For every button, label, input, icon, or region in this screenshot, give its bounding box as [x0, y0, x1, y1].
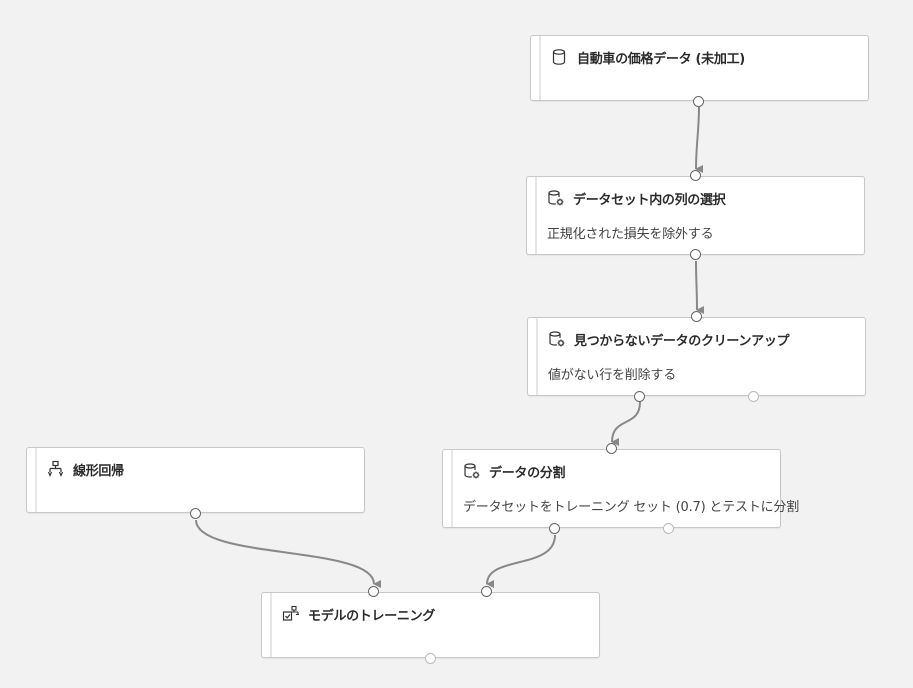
- module-accent-bar: [35, 448, 37, 512]
- module-clean-missing-data[interactable]: 見つからないデータのクリーンアップ 値がない行を削除する: [527, 317, 866, 396]
- module-raw-car-data[interactable]: 自動車の価格データ (未加工): [530, 35, 869, 101]
- output-port-train-model[interactable]: [425, 653, 436, 664]
- output-port-split-data-2[interactable]: [663, 523, 674, 534]
- module-title: データの分割: [489, 465, 566, 481]
- module-title: モデルのトレーニング: [308, 608, 436, 624]
- connection-select-to-clean[interactable]: [695, 260, 705, 314]
- database-gear-icon: [548, 190, 564, 206]
- model-tree-icon: [47, 460, 64, 478]
- output-port-clean-missing[interactable]: [634, 391, 645, 402]
- input-port-split-data[interactable]: [606, 443, 617, 454]
- module-title: 自動車の価格データ (未加工): [577, 51, 745, 67]
- module-title: 見つからないデータのクリーンアップ: [574, 333, 790, 349]
- database-icon: [552, 49, 566, 65]
- module-accent-bar: [539, 36, 541, 100]
- module-description: 正規化された損失を除外する: [547, 227, 714, 242]
- database-gear-icon: [549, 331, 565, 347]
- output-port-split-data[interactable]: [549, 523, 560, 534]
- connection-regression-to-train[interactable]: [195, 519, 382, 588]
- module-description: データセットをトレーニング セット (0.7) とテストに分割: [463, 500, 800, 515]
- connection-raw-to-select[interactable]: [695, 106, 704, 174]
- input-port-select-columns[interactable]: [690, 170, 701, 181]
- output-port-clean-missing-2[interactable]: [748, 391, 759, 402]
- module-split-data[interactable]: データの分割 データセットをトレーニング セット (0.7) とテストに分割: [442, 449, 800, 528]
- input-port-clean-missing[interactable]: [691, 311, 702, 322]
- train-model-icon: [282, 605, 299, 621]
- module-accent-bar: [270, 593, 272, 657]
- database-gear-icon: [464, 463, 480, 479]
- module-select-columns[interactable]: データセット内の列の選択 正規化された損失を除外する: [526, 176, 865, 255]
- module-title: データセット内の列の選択: [573, 192, 726, 208]
- input-port-train-model-1[interactable]: [368, 586, 379, 597]
- module-accent-bar: [535, 177, 537, 254]
- module-title: 線形回帰: [73, 463, 124, 479]
- module-train-model[interactable]: モデルのトレーニング: [261, 592, 600, 658]
- connection-clean-to-split[interactable]: [611, 401, 641, 447]
- output-port-select-columns[interactable]: [690, 249, 701, 260]
- connection-split-to-train[interactable]: [486, 534, 556, 589]
- module-accent-bar: [536, 318, 538, 395]
- module-linear-regression[interactable]: 線形回帰: [26, 447, 365, 513]
- output-port-raw-car-data[interactable]: [693, 96, 704, 107]
- module-description: 値がない行を削除する: [548, 368, 677, 383]
- input-port-train-model-2[interactable]: [481, 586, 492, 597]
- output-port-linear-regression[interactable]: [190, 508, 201, 519]
- module-accent-bar: [451, 450, 453, 527]
